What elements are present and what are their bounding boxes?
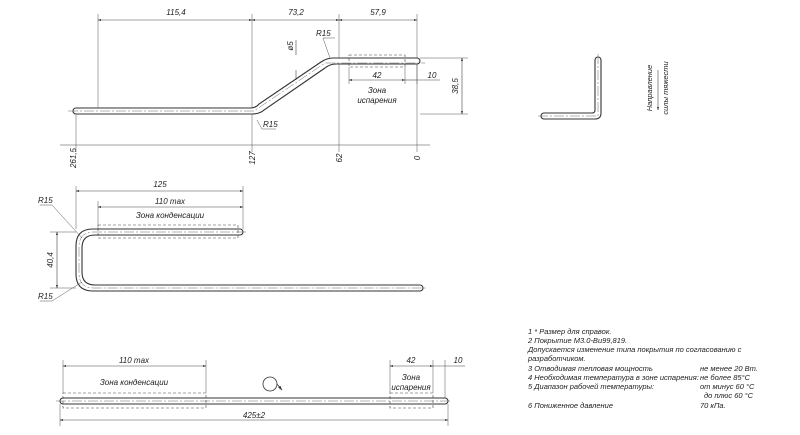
zone-label-2: испарения (357, 96, 397, 105)
note-6: 4 Необходимая температура в зоне испарен… (528, 373, 699, 382)
dim-42-bottom: 42 (407, 356, 416, 365)
zone-right-label-2: испарения (391, 383, 431, 392)
note-4: разработчиком. (527, 354, 586, 363)
top-pipe-outline-2 (76, 63, 417, 115)
gravity-note-2: силы тяжести (661, 61, 670, 115)
note-7: 5 Диапазон рабочей температуры: (528, 382, 654, 391)
top-pipe-outline (76, 57, 417, 109)
note-3: Допускается изменение типа покрытия по с… (527, 345, 742, 354)
zone-right-label-1: Зона (402, 373, 421, 382)
coord-62: 62 (335, 153, 344, 162)
note-1: 1 * Размер для справок. (528, 327, 611, 336)
radius-top: R15 (316, 29, 331, 38)
note-6-value: не более 85°С (700, 373, 751, 382)
radius-bottom: R15 (263, 120, 278, 129)
dim-42-top: 42 (373, 71, 382, 80)
dim-10-top: 10 (428, 71, 437, 80)
condensation-zone-label-bottom: Зона конденсации (100, 378, 169, 387)
dim-125: 125 (153, 180, 167, 189)
condensation-zone-bottom (62, 392, 207, 409)
radius-middle-top: R15 (38, 196, 53, 205)
side-detail: Направление силы тяжести (538, 54, 670, 120)
coord-127: 127 (248, 151, 257, 165)
dim-110-max-middle: 110 max (155, 197, 186, 206)
dim-38-5: 38,5 (451, 78, 460, 94)
dim-40-4: 40,4 (46, 252, 55, 268)
rotation-symbol (262, 376, 278, 392)
dim-115-4: 115,4 (166, 8, 186, 17)
note-9-value: 70 кПа. (700, 401, 726, 410)
evaporation-zone-bottom (389, 392, 434, 409)
note-5: 3 Отводимая тепловая мощность (528, 364, 653, 373)
note-2: 2 Покрытие М3.0-Ви99,819. (527, 336, 627, 345)
note-5-value: не менее 20 Вт. (700, 364, 758, 373)
gravity-note-1: Направление (645, 65, 654, 112)
coord-261-5: 261,5 (69, 147, 78, 169)
dim-diameter-5: ø5 (286, 41, 295, 51)
note-8-value: до плюс 60 °С (704, 391, 754, 400)
note-9: 6 Пониженное давление (528, 401, 613, 410)
bottom-view: 110 max Зона конденсации 42 10 Зона испа… (56, 356, 465, 426)
coord-0: 0 (413, 155, 422, 160)
condensation-zone-label-middle: Зона конденсации (136, 211, 205, 220)
technical-notes: 1 * Размер для справок. 2 Покрытие М3.0-… (527, 327, 758, 410)
dim-57-9: 57,9 (370, 8, 386, 17)
middle-view: 125 110 max Зона конденсации 40,4 R15 R1… (38, 180, 426, 302)
condensation-zone-middle (97, 224, 239, 239)
dim-110-max-bottom: 110 max (119, 356, 150, 365)
dim-425: 425±2 (243, 411, 266, 420)
note-7-value: от минус 60 °С (700, 382, 755, 391)
top-view: 115,4 73,2 57,9 42 10 Зона испарения 38,… (60, 8, 468, 169)
evaporation-zone-top (348, 54, 406, 68)
zone-label-1: Зона (368, 86, 387, 95)
dim-73-2: 73,2 (288, 8, 304, 17)
radius-middle-bottom: R15 (38, 292, 53, 301)
dim-10-bottom: 10 (454, 356, 463, 365)
